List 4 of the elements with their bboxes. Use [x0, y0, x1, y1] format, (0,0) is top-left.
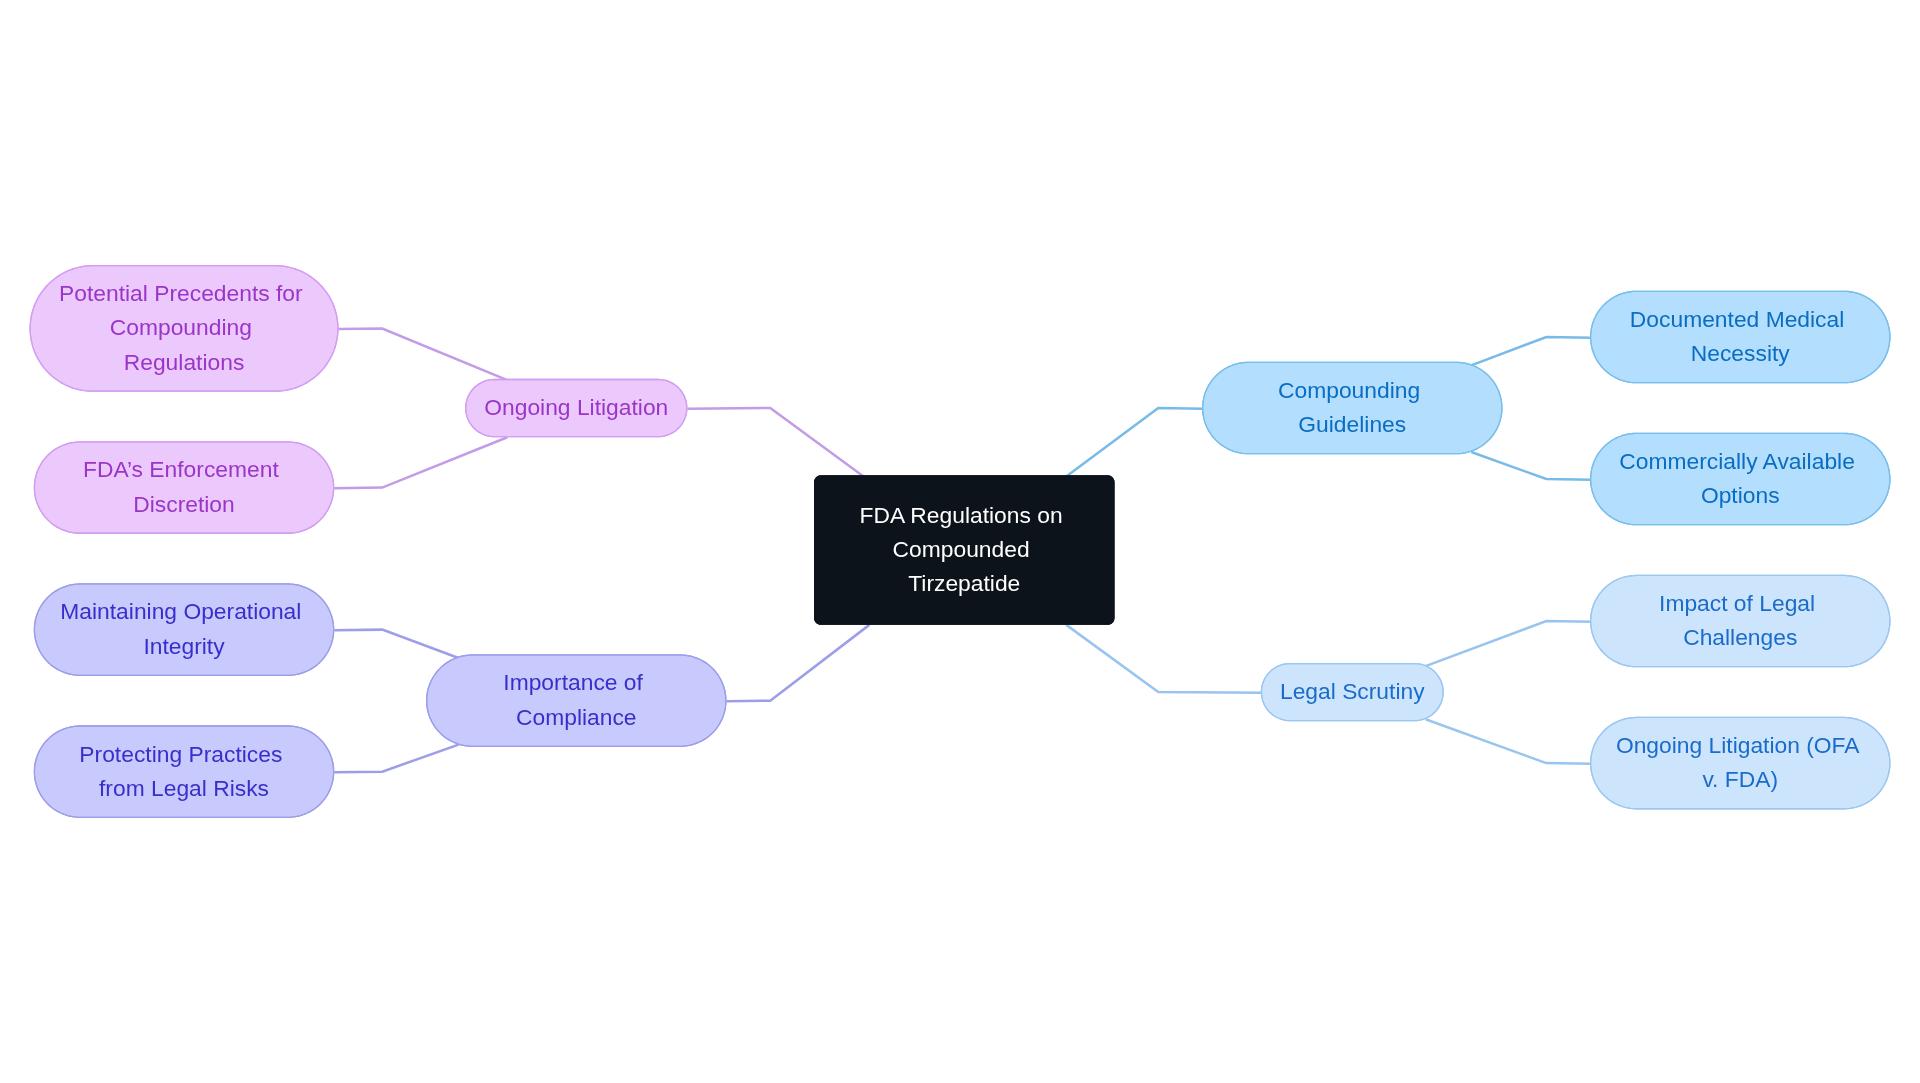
connector	[334, 436, 508, 490]
connector	[334, 628, 459, 660]
connector	[334, 743, 459, 774]
connector	[726, 623, 871, 703]
